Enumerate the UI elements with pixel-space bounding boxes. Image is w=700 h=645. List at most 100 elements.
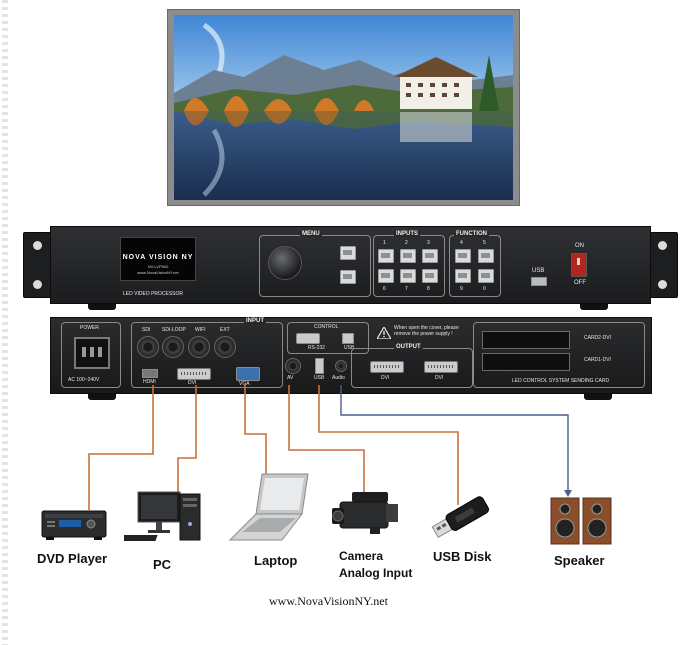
processor-label: LED VIDEO PROCESSOR [123,291,184,297]
wifi-port[interactable] [188,336,210,358]
card2-slot[interactable] [482,331,570,349]
ext-port[interactable] [214,336,236,358]
cable-audio-speaker [340,385,569,492]
cable-usb-disk [318,385,459,505]
input-key-1[interactable] [378,249,394,263]
lcd-display: NOVA VISION NY NV-LVP500 www.NovaVisionN… [120,237,196,281]
camera-icon [330,488,400,544]
power-rating: AC 100~240V [68,377,100,383]
menu-title: MENU [300,231,322,237]
menu-panel: MENU [259,231,371,297]
input-number-6: 6 [383,286,386,292]
function-number-5: 5 [483,240,486,246]
cable-vga-laptop [244,385,267,480]
input-number-2: 2 [405,240,408,246]
input-number-1: 1 [383,240,386,246]
laptop-icon [228,470,312,546]
control-panel: CONTROL RS-232 USB [287,322,369,354]
hdmi-label: HDMI [143,379,156,385]
output-dvi2-label: DVI [435,375,444,381]
menu-key-bottom[interactable] [340,270,356,284]
video-processor-rear-panel: POWER AC 100~240V INPUT SDI SDI-LOOP WIF… [50,317,652,394]
function-key-0[interactable] [478,269,494,283]
rs232-label: RS-232 [308,345,325,351]
video-processor-front-panel: NOVA VISION NY NV-LVP500 www.NovaVisionN… [50,226,651,304]
sending-card-label: LED CONTROL SYSTEM SENDING CARD [512,378,610,384]
menu-knob[interactable] [268,246,302,280]
front-usb-port[interactable] [531,277,547,286]
cable-audio-arrowhead [564,490,572,497]
front-foot-right [580,302,608,310]
function-key-4[interactable] [455,249,471,263]
output-dvi-port-1[interactable] [370,361,404,373]
footer-url: www.NovaVisionNY.net [269,594,388,608]
function-title: FUNCTION [454,231,489,237]
speaker-icon [549,494,615,548]
av-port[interactable] [285,358,301,374]
front-usb-label: USB [532,268,545,274]
warning-text: When open the cover, please remove the p… [394,325,459,337]
ext-label: EXT [220,327,230,333]
usb-input-port[interactable] [315,358,324,374]
card1-slot[interactable] [482,353,570,371]
dvi-input-port[interactable] [177,368,211,380]
lcd-model: NV-LVP500 [147,264,169,269]
usb-disk-icon [426,494,494,544]
av-label: AV [287,375,294,381]
dvd-player-icon [41,505,107,541]
camera-label: Camera [339,549,384,563]
input-key-2[interactable] [400,249,416,263]
output-dvi-port-2[interactable] [424,361,458,373]
cable-hdmi-dvd [88,385,154,510]
audio-port[interactable] [335,360,347,372]
cable-av-camera [288,385,365,495]
input-key-3[interactable] [422,249,438,263]
power-panel: POWER AC 100~240V [61,322,121,388]
control-title: CONTROL [314,324,339,330]
input-key-6[interactable] [378,269,394,283]
input-key-7[interactable] [400,269,416,283]
sending-card-panel: CARD2-DVI CARD1-DVI LED CONTROL SYSTEM S… [473,322,645,388]
input-number-3: 3 [427,240,430,246]
input-key-8[interactable] [422,269,438,283]
output-title: OUTPUT [394,344,423,350]
function-key-5[interactable] [478,249,494,263]
lcd-url: www.NovaVisionNY.net [137,270,179,275]
usb-port-label: USB [314,375,325,381]
input-number-7: 7 [405,286,408,292]
analog-input-label: Analog Input [339,566,413,580]
usb-disk-label: USB Disk [433,549,492,564]
function-number-9: 9 [460,286,463,292]
landscape-image [174,15,513,200]
sdi-port[interactable] [137,336,159,358]
function-key-9[interactable] [455,269,471,283]
vga-port[interactable] [236,367,260,381]
input-number-8: 8 [427,286,430,292]
rear-foot-right [584,392,612,400]
on-label: ON [575,243,584,249]
ac-power-socket[interactable] [74,337,110,369]
control-usb-port[interactable] [342,333,354,344]
power-switch-indicator [577,258,580,265]
led-display-monitor [167,9,520,206]
dvd-player-label: DVD Player [37,551,108,566]
power-switch[interactable] [571,253,587,277]
output-dvi1-label: DVI [381,375,390,381]
off-label: OFF [574,280,586,286]
function-number-4: 4 [460,240,463,246]
sdi-loop-label: SDI-LOOP [162,327,186,333]
input-panel: INPUT SDI SDI-LOOP WIFI EXT HDMI DVI VGA [131,318,283,388]
rs232-port[interactable] [296,333,320,344]
menu-key-top[interactable] [340,246,356,260]
laptop-label: Laptop [254,553,298,568]
cable-dvi-pc [177,385,197,510]
inputs-title: INPUTS [394,231,421,237]
hdmi-port[interactable] [142,369,158,378]
pc-label: PC [153,557,172,572]
sdi-loop-port[interactable] [162,336,184,358]
wifi-label: WIFI [195,327,206,333]
power-title: POWER [80,325,99,331]
front-foot-left [88,302,116,310]
control-usb-label: USB [344,345,355,351]
